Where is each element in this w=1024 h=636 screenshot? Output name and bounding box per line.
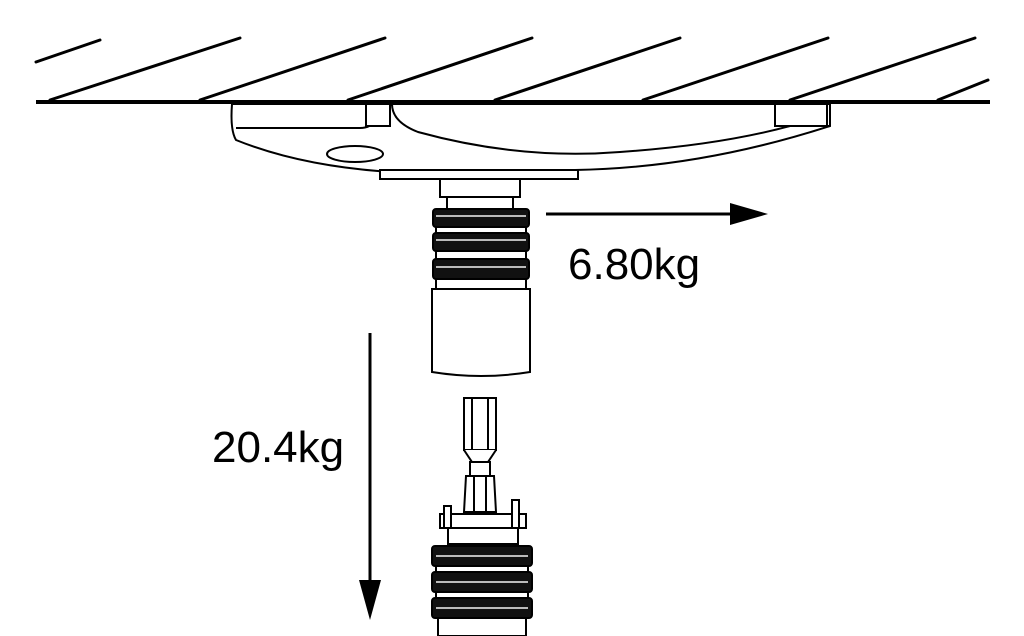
downward-load-arrow [359,333,381,620]
ceiling-hatching [34,36,990,102]
side-load-arrow [546,203,768,225]
mount-plate [230,103,831,180]
hex-post [462,397,498,513]
downward-load-label: 20.4kg [212,423,345,472]
lower-knob [431,499,533,636]
side-load-label: 6.80kg [568,240,701,289]
upper-knob [431,178,531,377]
